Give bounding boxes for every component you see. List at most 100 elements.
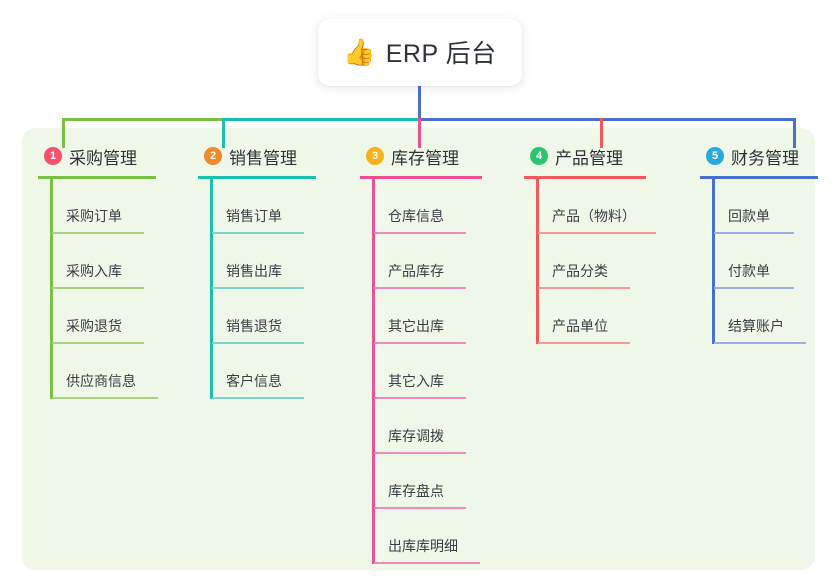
column-header[interactable]: 5 财务管理 — [700, 143, 818, 169]
column-header-rule — [700, 176, 818, 179]
leaf-item-rule — [374, 452, 466, 454]
column-header-rule — [38, 176, 156, 179]
leaf-item[interactable]: 其它出库 — [374, 289, 482, 344]
branch-spine — [536, 179, 539, 344]
leaf-item-label: 销售订单 — [226, 208, 282, 224]
leaf-item[interactable]: 出库库明细 — [374, 509, 482, 564]
column-number-badge: 1 — [44, 147, 62, 165]
bus-teal — [222, 118, 418, 121]
leaf-item[interactable]: 产品分类 — [538, 234, 646, 289]
drop-purchase — [62, 118, 65, 148]
leaf-item-label: 付款单 — [728, 263, 770, 279]
bus-green — [62, 118, 222, 121]
column-header-rule — [198, 176, 316, 179]
leaf-item[interactable]: 库存盘点 — [374, 454, 482, 509]
column-branch: 销售订单销售出库销售退货客户信息 — [198, 179, 316, 399]
column-header[interactable]: 2 销售管理 — [198, 143, 316, 169]
leaf-item[interactable]: 产品单位 — [538, 289, 646, 344]
leaf-item-label: 供应商信息 — [66, 373, 136, 389]
leaf-item-rule — [374, 507, 466, 509]
leaf-item-rule — [212, 287, 304, 289]
column-title: 销售管理 — [229, 148, 297, 168]
column-库存管理: 3 库存管理仓库信息产品库存其它出库其它入库库存调拨库存盘点出库库明细 — [360, 143, 482, 564]
leaf-item-rule — [374, 342, 466, 344]
leaf-item-rule — [538, 232, 656, 234]
leaf-item-rule — [374, 287, 466, 289]
leaf-item-rule — [374, 397, 466, 399]
leaf-item[interactable]: 采购订单 — [52, 179, 156, 234]
column-title: 库存管理 — [391, 148, 459, 168]
leaf-item-label: 库存盘点 — [388, 483, 444, 499]
column-number-badge: 2 — [204, 147, 222, 165]
leaf-item-label: 产品分类 — [552, 263, 608, 279]
thumbs-up-icon: 👍 — [343, 37, 376, 67]
leaf-item-label: 仓库信息 — [388, 208, 444, 224]
leaf-item-rule — [52, 232, 144, 234]
leaf-item-label: 结算账户 — [728, 318, 784, 334]
leaf-item-rule — [212, 232, 304, 234]
branch-spine — [712, 179, 715, 344]
leaf-item-label: 库存调拨 — [388, 428, 444, 444]
column-branch: 采购订单采购入库采购退货供应商信息 — [38, 179, 158, 399]
column-branch: 仓库信息产品库存其它出库其它入库库存调拨库存盘点出库库明细 — [360, 179, 482, 564]
branch-spine — [210, 179, 213, 399]
column-number-badge: 5 — [706, 147, 724, 165]
leaf-item-rule — [374, 562, 480, 564]
leaf-item[interactable]: 采购入库 — [52, 234, 156, 289]
leaf-item-label: 客户信息 — [226, 373, 282, 389]
diagram-panel — [22, 128, 815, 570]
leaf-item-rule — [52, 287, 144, 289]
column-header[interactable]: 3 库存管理 — [360, 143, 482, 169]
leaf-item-rule — [374, 232, 466, 234]
leaf-item[interactable]: 产品（物料） — [538, 179, 656, 234]
drop-product — [600, 118, 603, 148]
leaf-item[interactable]: 客户信息 — [212, 344, 316, 399]
column-branch: 回款单付款单结算账户 — [700, 179, 818, 344]
leaf-item[interactable]: 销售退货 — [212, 289, 316, 344]
leaf-item-rule — [538, 287, 630, 289]
drop-inventory — [418, 118, 421, 148]
leaf-item[interactable]: 回款单 — [714, 179, 818, 234]
leaf-item[interactable]: 销售出库 — [212, 234, 316, 289]
leaf-item-rule — [714, 232, 794, 234]
leaf-item[interactable]: 产品库存 — [374, 234, 482, 289]
drop-sales — [222, 118, 225, 148]
column-title: 采购管理 — [69, 148, 137, 168]
root-title: ERP 后台 — [385, 40, 497, 68]
root-node-card[interactable]: 👍 ERP 后台 — [318, 18, 522, 86]
leaf-item-label: 产品库存 — [388, 263, 444, 279]
leaf-item-label: 采购入库 — [66, 263, 122, 279]
leaf-item-rule — [212, 397, 304, 399]
leaf-item[interactable]: 结算账户 — [714, 289, 818, 344]
leaf-item-label: 销售退货 — [226, 318, 282, 334]
column-财务管理: 5 财务管理回款单付款单结算账户 — [700, 143, 818, 344]
column-header[interactable]: 1 采购管理 — [38, 143, 156, 169]
leaf-item[interactable]: 其它入库 — [374, 344, 482, 399]
leaf-item[interactable]: 销售订单 — [212, 179, 316, 234]
leaf-item-label: 采购订单 — [66, 208, 122, 224]
leaf-item-label: 回款单 — [728, 208, 770, 224]
leaf-item[interactable]: 库存调拨 — [374, 399, 482, 454]
column-header-rule — [360, 176, 482, 179]
leaf-item-label: 产品单位 — [552, 318, 608, 334]
leaf-item-label: 销售出库 — [226, 263, 282, 279]
leaf-item[interactable]: 仓库信息 — [374, 179, 482, 234]
leaf-item[interactable]: 供应商信息 — [52, 344, 158, 399]
column-number-badge: 4 — [530, 147, 548, 165]
branch-spine — [50, 179, 53, 399]
column-销售管理: 2 销售管理销售订单销售出库销售退货客户信息 — [198, 143, 316, 399]
leaf-item[interactable]: 采购退货 — [52, 289, 156, 344]
leaf-item-label: 其它入库 — [388, 373, 444, 389]
leaf-item[interactable]: 付款单 — [714, 234, 818, 289]
leaf-item-label: 产品（物料） — [552, 208, 636, 224]
column-number-badge: 3 — [366, 147, 384, 165]
leaf-item-rule — [52, 397, 158, 399]
branch-spine — [372, 179, 375, 564]
bus-blue — [418, 118, 796, 121]
leaf-item-label: 采购退货 — [66, 318, 122, 334]
leaf-item-label: 其它出库 — [388, 318, 444, 334]
leaf-item-label: 出库库明细 — [388, 538, 458, 554]
column-title: 财务管理 — [731, 148, 799, 168]
